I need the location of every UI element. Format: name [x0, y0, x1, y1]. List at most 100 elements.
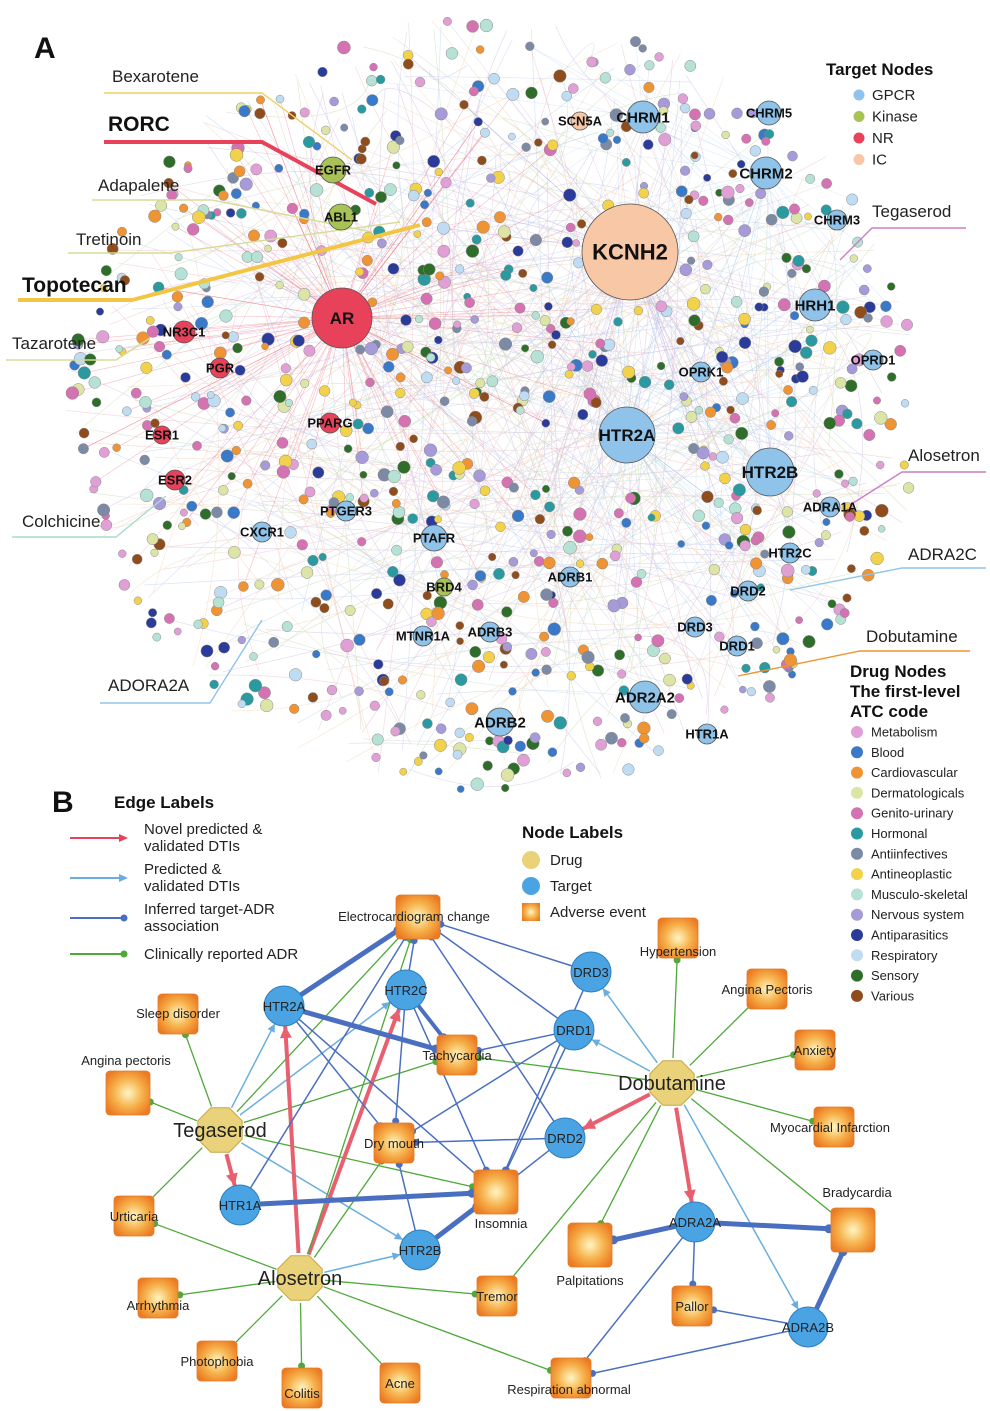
drug-node — [306, 438, 318, 450]
drug-node — [541, 709, 554, 723]
network-edge — [518, 670, 558, 748]
network-edge — [155, 408, 382, 696]
drug-node — [625, 492, 636, 504]
drug-node — [876, 460, 885, 470]
drug-node — [317, 66, 328, 78]
edge-arrowhead — [267, 1023, 275, 1033]
hub-edge — [626, 312, 861, 436]
target-node-adra1a — [819, 496, 841, 518]
target-node-label-htr2c: HTR2C — [768, 546, 812, 561]
edge-legend-title: Edge Labels — [114, 793, 214, 812]
hub-edge — [613, 434, 628, 606]
drug-node — [344, 605, 356, 616]
network-edge — [453, 109, 552, 178]
network-edge — [388, 100, 659, 209]
drug-node — [122, 406, 132, 416]
hub-edge — [490, 177, 628, 436]
target-legend-label-ic: IC — [872, 152, 887, 169]
drug-node — [318, 385, 331, 397]
network-edge — [282, 525, 728, 597]
network-edge — [420, 161, 665, 734]
drug-node — [370, 488, 379, 498]
drug-node — [638, 187, 650, 199]
network-edge — [195, 42, 618, 262]
target-node-ar — [311, 287, 373, 349]
drug-node — [735, 183, 745, 194]
drug-node — [186, 500, 198, 512]
drug-node — [730, 296, 743, 308]
hub-edge — [626, 199, 690, 436]
drug-node — [239, 177, 253, 191]
edge-dobutamine-adra2a — [674, 1107, 696, 1203]
drug-node — [339, 424, 353, 437]
hub-edge — [303, 317, 343, 500]
atc-legend-swatch-hormonal — [851, 827, 863, 840]
hub-edge — [498, 434, 628, 575]
drug-octagon — [277, 1255, 323, 1301]
drug-node — [178, 522, 186, 530]
hub-edge — [529, 46, 644, 118]
drug-node — [414, 314, 424, 324]
callout-rorc: RORC — [108, 113, 170, 136]
drug-node — [395, 372, 406, 383]
drug-node — [218, 485, 229, 496]
drug-node — [251, 251, 264, 264]
drug-node — [218, 190, 229, 201]
drug-node — [211, 506, 223, 519]
drug-node — [459, 100, 469, 110]
network-edge — [813, 269, 846, 536]
target-node-label-chrm1: CHRM1 — [616, 109, 669, 126]
target-node-htr2a: HTR2A — [263, 985, 306, 1027]
atc-legend-swatch-musculo-skeletal — [851, 888, 863, 901]
drug-node — [237, 635, 246, 645]
drug-node — [790, 311, 800, 321]
drug-node — [854, 305, 868, 319]
adverse-event-node-tachy: Tachycardia — [422, 1034, 492, 1076]
drug-node — [508, 557, 519, 567]
drug-node — [887, 282, 896, 291]
edge-line — [179, 1280, 276, 1296]
hub-edge — [535, 315, 771, 473]
edge-legend-item-1: Predicted &validated DTIs — [70, 861, 240, 895]
network-edge — [178, 171, 645, 489]
drug-node — [534, 514, 545, 525]
drug-node — [225, 208, 236, 218]
atc-legend-label-metabolism: Metabolism — [871, 725, 937, 740]
node-legend-label-target: Target — [550, 878, 593, 895]
drug-node — [201, 295, 214, 309]
drug-node — [739, 685, 747, 694]
hub-edge — [341, 317, 482, 579]
drug-node — [384, 183, 397, 196]
drug-node — [452, 749, 463, 760]
edge-tegaserod-angina_lc — [146, 1098, 198, 1122]
adverse-event-node-mi: Myocardial Infarction — [770, 1106, 890, 1148]
drug-node — [562, 768, 572, 778]
hub-edge — [341, 121, 479, 319]
drug-node — [248, 678, 263, 693]
network-target-nodes: ARKCNH2HTR2AHTR2BCHRM1CHRM2CHRM3CHRM5HRH… — [145, 100, 895, 745]
drug-node — [591, 664, 605, 677]
network-edge — [368, 204, 810, 455]
drug-node — [413, 757, 423, 766]
drug-node — [721, 130, 730, 140]
drug-node — [434, 167, 443, 177]
hub-edge — [490, 177, 628, 436]
edge-line — [591, 1038, 651, 1072]
node-legend-label-adr: Adverse event — [550, 904, 647, 921]
drug-node — [289, 668, 303, 682]
network-edge — [394, 151, 497, 507]
drug-node — [100, 265, 112, 277]
drug-node — [540, 588, 553, 601]
network-edge — [528, 174, 578, 403]
drug-node — [788, 339, 802, 354]
target-node-adrb3 — [479, 621, 501, 643]
edge-arrowhead — [389, 1008, 401, 1023]
drug-node — [763, 680, 776, 693]
edge-line — [416, 1004, 445, 1039]
network-edge — [224, 500, 856, 600]
network-edge — [352, 300, 742, 475]
target-label-htr2b: HTR2B — [399, 1243, 442, 1258]
drug-node — [357, 104, 367, 114]
edge-legend-arrowhead — [119, 834, 128, 842]
drug-node — [326, 684, 338, 696]
